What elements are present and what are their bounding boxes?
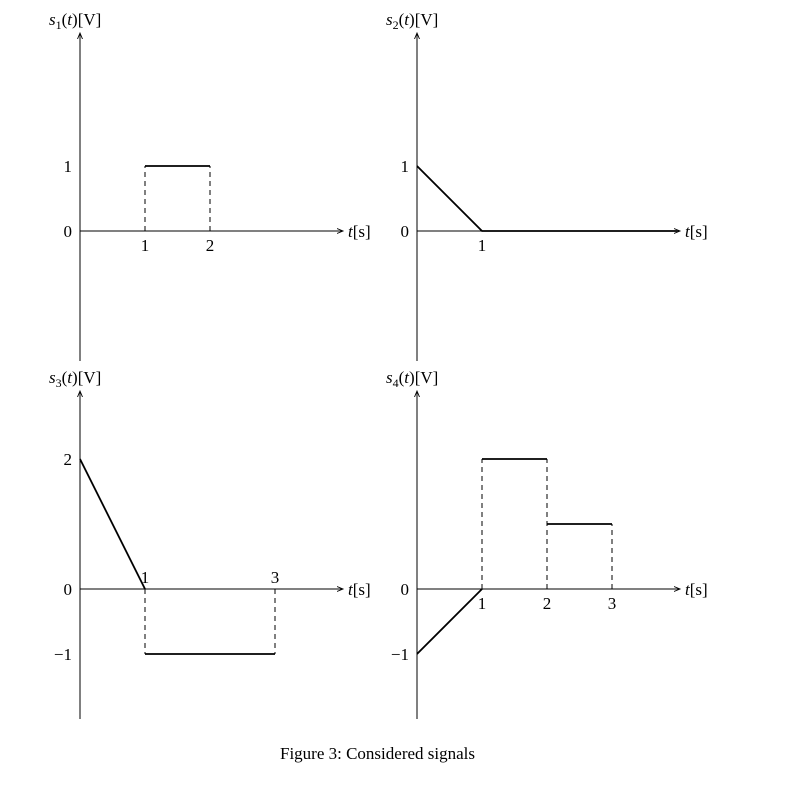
x-tick-label: 1	[141, 236, 150, 255]
y-tick-label: 1	[401, 157, 410, 176]
figure-caption: Figure 3: Considered signals	[279, 744, 475, 763]
y-axis-title: s1(t)[V]	[49, 10, 101, 32]
x-axis-title: t[s]	[685, 222, 708, 241]
signal-line	[79, 458, 146, 590]
y-tick-label: 0	[401, 580, 410, 599]
signal-line	[416, 165, 677, 232]
y-axis-title: s4(t)[V]	[386, 368, 438, 390]
x-tick-label: 1	[478, 594, 487, 613]
signal-panel-1: s1(t)[V] t[s] 0 1 1 2	[49, 10, 371, 361]
signal-line	[416, 588, 483, 655]
signal-panel-3: s3(t)[V] t[s] 2 0 −1 1 3	[49, 368, 371, 719]
x-tick-label: 1	[141, 568, 150, 587]
figure-canvas: s1(t)[V] t[s] 0 1 1 2 s2(t)[V] t[s] 0 1 1 s3(t)[V] t…	[49, 10, 708, 719]
x-tick-label: 2	[543, 594, 552, 613]
x-axis-title: t[s]	[685, 580, 708, 599]
x-tick-label: 3	[271, 568, 280, 587]
y-tick-label: 1	[64, 157, 73, 176]
x-tick-label: 1	[478, 236, 487, 255]
y-axis-title: s3(t)[V]	[49, 368, 101, 390]
x-axis-title: t[s]	[348, 222, 371, 241]
y-tick-label: −1	[54, 645, 72, 664]
x-tick-label: 2	[206, 236, 215, 255]
y-tick-label: −1	[391, 645, 409, 664]
y-tick-label: 0	[64, 580, 73, 599]
x-axis-title: t[s]	[348, 580, 371, 599]
y-axis-title: s2(t)[V]	[386, 10, 438, 32]
y-tick-label: 0	[64, 222, 73, 241]
signal-panel-2: s2(t)[V] t[s] 0 1 1	[386, 10, 708, 361]
signal-panel-4: s4(t)[V] t[s] 0 −1 1 2 3	[386, 368, 708, 719]
y-tick-label: 0	[401, 222, 410, 241]
y-tick-label: 2	[64, 450, 73, 469]
x-tick-label: 3	[608, 594, 617, 613]
